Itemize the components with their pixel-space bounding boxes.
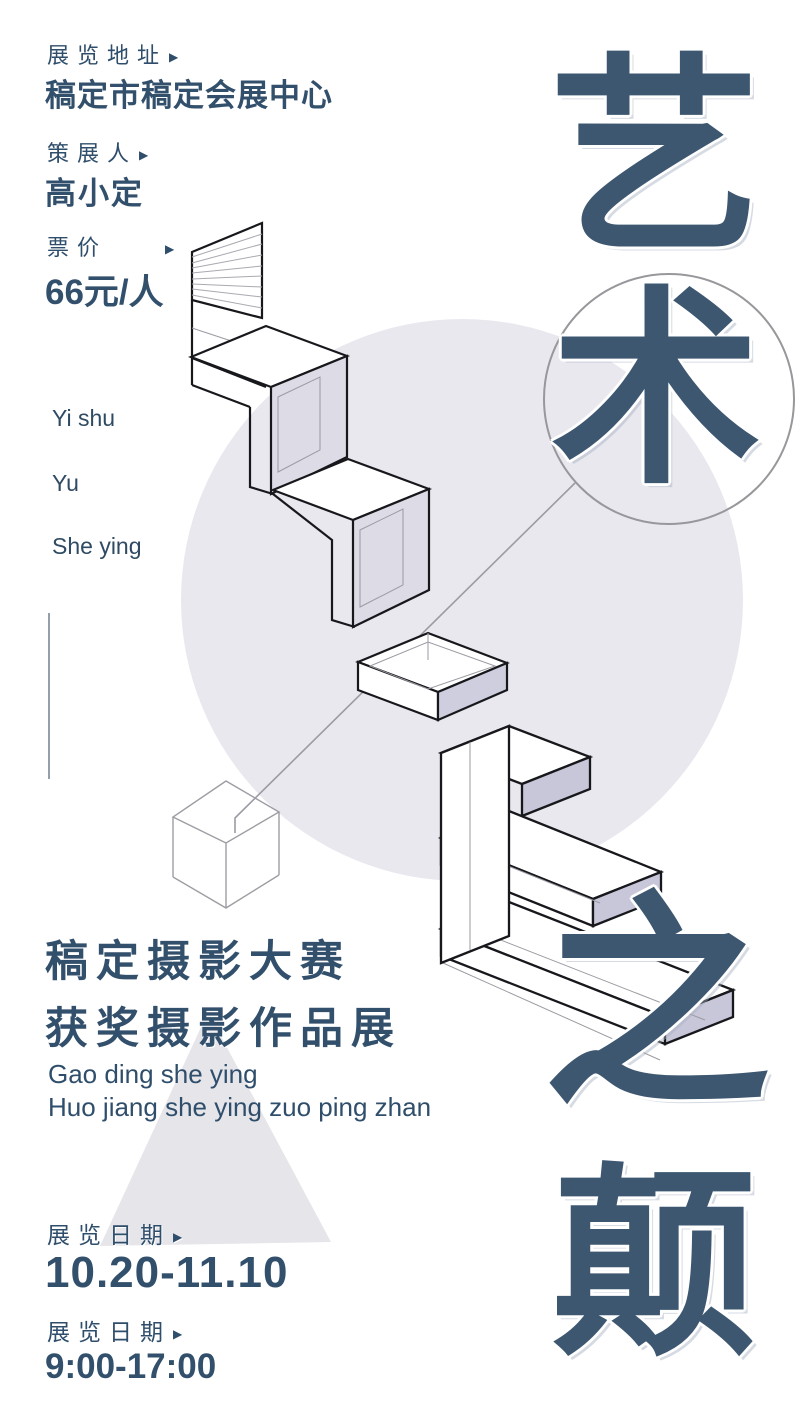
time-value: 9:00-17:00 xyxy=(45,1347,217,1386)
staircase-wireframe xyxy=(187,221,510,722)
event-title-line-2: 获奖摄影作品展 xyxy=(45,1005,402,1053)
ring-circle xyxy=(543,273,795,525)
event-title-line-1: 稿定摄影大赛 xyxy=(45,938,351,986)
curator-value: 高小定 xyxy=(45,176,144,211)
event-subtitle-line-1: Gao ding she ying xyxy=(48,1059,258,1089)
price-value: 66元/人 xyxy=(45,273,164,312)
e-structure-wireframe xyxy=(437,724,737,1061)
price-label-text: 票价 xyxy=(47,235,108,260)
arrow-icon: ▶ xyxy=(169,50,179,64)
arrow-icon: ▶ xyxy=(139,148,149,162)
time-label: 展览日期▶ xyxy=(47,1313,182,1347)
pinyin-line-3: She ying xyxy=(52,533,142,559)
arrow-icon: ▶ xyxy=(173,1327,183,1341)
price-label: 票价 ▶ xyxy=(47,230,174,262)
hero-char-1: 艺 xyxy=(549,33,761,282)
vertical-divider xyxy=(48,613,50,779)
hero-char-2: 术 xyxy=(551,266,762,513)
address-label: 展览地址▶ xyxy=(47,38,178,70)
event-subtitle-line-2: Huo jiang she ying zuo ping zhan xyxy=(48,1092,432,1122)
date-label: 展览日期▶ xyxy=(47,1216,182,1250)
pinyin-line-2: Yu xyxy=(52,470,79,496)
curator-label-text: 策展人 xyxy=(47,141,138,166)
time-label-text: 展览日期 xyxy=(47,1319,171,1345)
date-label-text: 展览日期 xyxy=(47,1222,171,1248)
hero-char-3: 之 xyxy=(543,870,771,1138)
spotlight-triangle xyxy=(100,1012,331,1246)
arrow-icon: ▶ xyxy=(165,242,175,256)
hero-char-4: 颠 xyxy=(552,1145,757,1385)
pinyin-line-1: Yi shu xyxy=(52,405,116,431)
sightline xyxy=(234,482,576,833)
address-label-text: 展览地址 xyxy=(47,43,168,68)
cube-wireframe xyxy=(171,780,281,909)
address-value: 稿定市稿定会展中心 xyxy=(45,78,333,113)
arrow-icon: ▶ xyxy=(173,1230,183,1244)
date-value: 10.20-11.10 xyxy=(45,1248,289,1297)
curator-label: 策展人▶ xyxy=(47,136,148,168)
